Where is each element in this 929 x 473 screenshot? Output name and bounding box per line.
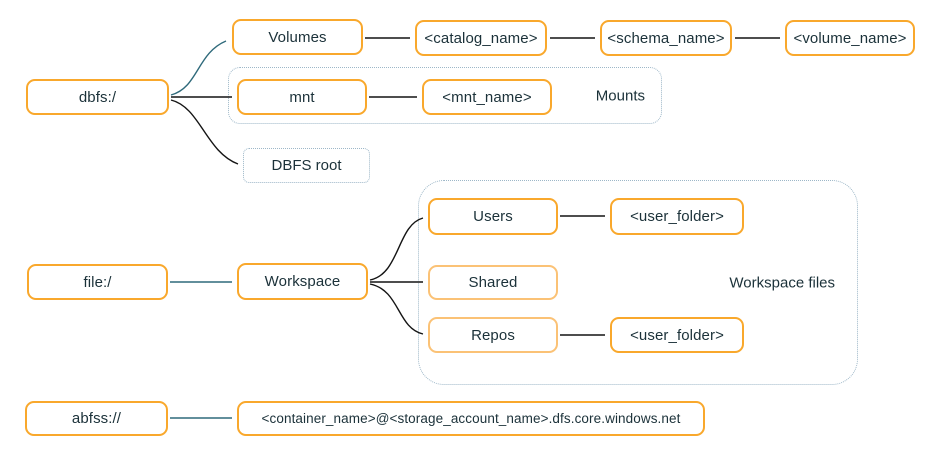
arrow-dbfs-to-volumes — [170, 40, 227, 96]
node-shared: Shared — [428, 265, 558, 300]
arrow-workspace-to-users — [369, 217, 424, 281]
node-repos: Repos — [428, 317, 558, 353]
node-catalog-name: <catalog_name> — [415, 20, 547, 56]
node-dbfs: dbfs:/ — [26, 79, 169, 115]
node-file: file:/ — [27, 264, 168, 300]
node-users: Users — [428, 198, 558, 235]
group-workspace-files-label: Workspace files — [729, 274, 835, 291]
node-user-folder-bottom: <user_folder> — [610, 317, 744, 353]
node-volume-name: <volume_name> — [785, 20, 915, 56]
node-volumes: Volumes — [232, 19, 363, 55]
group-mounts-label: Mounts — [595, 87, 645, 104]
node-workspace: Workspace — [237, 263, 368, 300]
node-schema-name: <schema_name> — [600, 20, 732, 56]
node-mnt-name: <mnt_name> — [422, 79, 552, 115]
arrow-workspace-to-repos — [369, 283, 424, 335]
node-dbfs-root: DBFS root — [243, 148, 370, 183]
node-adls-path: <container_name>@<storage_account_name>.… — [237, 401, 705, 436]
node-abfss: abfss:// — [25, 401, 168, 436]
node-user-folder-top: <user_folder> — [610, 198, 744, 235]
group-mounts: Mounts — [228, 67, 662, 124]
node-mnt: mnt — [237, 79, 367, 115]
